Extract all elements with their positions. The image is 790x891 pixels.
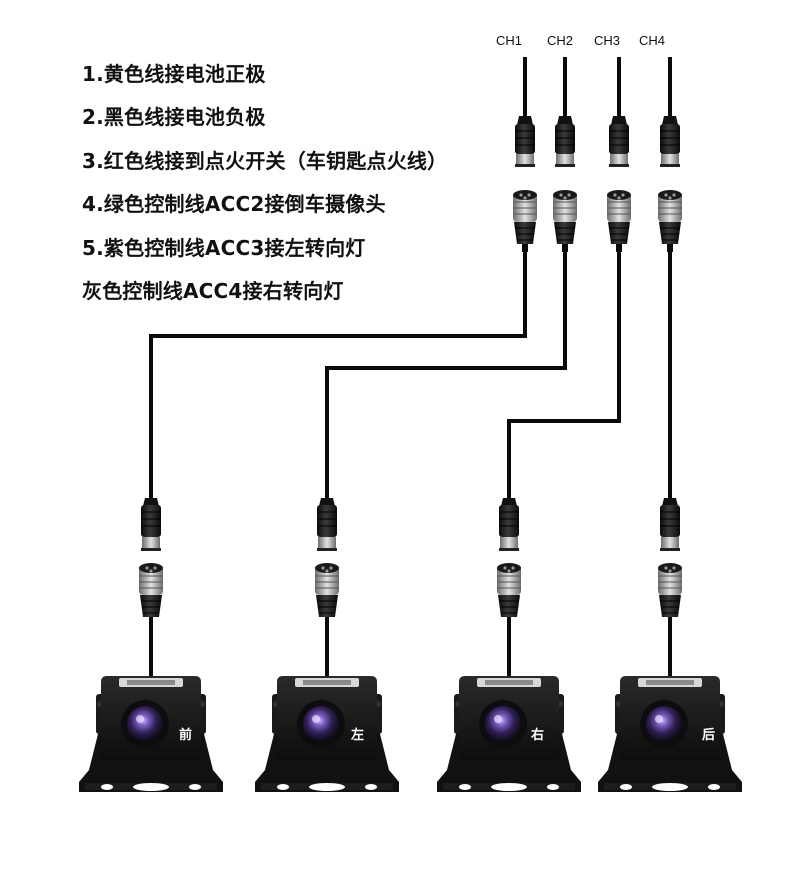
instruction-item: 灰色控制线ACC4接右转向灯	[82, 278, 344, 303]
channel-label-ch1: CH1	[496, 33, 522, 48]
top-connector-ch4	[658, 57, 682, 252]
female-socket-icon	[139, 563, 163, 617]
cable-ch3	[507, 250, 621, 500]
camera-unit-right: 右	[437, 498, 581, 792]
male-plug-icon	[660, 116, 680, 167]
camera-body-icon	[598, 676, 742, 792]
male-plug-icon	[609, 116, 629, 167]
instruction-item: 5.紫色控制线ACC3接左转向灯	[82, 235, 366, 260]
top-connector-ch3	[607, 57, 631, 252]
top-connector-ch1	[513, 57, 537, 252]
male-plug-icon	[499, 498, 519, 551]
camera-unit-front: 前	[79, 498, 223, 792]
channel-label-ch4: CH4	[639, 33, 665, 48]
instruction-item: 2.黑色线接电池负极	[82, 105, 266, 130]
instruction-item: 4.绿色控制线ACC2接倒车摄像头	[82, 192, 386, 217]
male-plug-icon	[515, 116, 535, 167]
cable-runs	[149, 250, 672, 500]
male-plug-icon	[555, 116, 575, 167]
female-socket-icon	[497, 563, 521, 617]
cable-ch1	[149, 250, 527, 500]
cable-ch2	[325, 250, 567, 500]
camera-body-icon	[255, 676, 399, 792]
camera-body-icon	[437, 676, 581, 792]
camera-position-label: 后	[702, 727, 715, 743]
male-plug-icon	[660, 498, 680, 551]
female-socket-icon	[315, 563, 339, 617]
camera-position-label: 右	[530, 727, 544, 743]
female-socket-icon	[607, 190, 631, 252]
instruction-list: 1.黄色线接电池正极 2.黑色线接电池负极 3.红色线接到点火开关（车钥匙点火线…	[82, 56, 447, 316]
male-plug-icon	[141, 498, 161, 551]
camera-position-label: 前	[179, 727, 192, 743]
camera-unit-left: 左	[255, 498, 399, 792]
top-connector-ch2	[553, 57, 577, 252]
channel-labels: CH1 CH2 CH3 CH4	[496, 33, 665, 48]
male-plug-icon	[317, 498, 337, 551]
female-socket-icon	[513, 190, 537, 252]
female-socket-icon	[658, 563, 682, 617]
channel-label-ch3: CH3	[594, 33, 620, 48]
female-socket-icon	[658, 190, 682, 252]
camera-body-icon	[79, 676, 223, 792]
instruction-item: 3.红色线接到点火开关（车钥匙点火线）	[82, 148, 448, 173]
camera-position-label: 左	[351, 727, 364, 743]
female-socket-icon	[553, 190, 577, 252]
instruction-item: 1.黄色线接电池正极	[82, 62, 266, 86]
camera-unit-rear: 后	[598, 498, 742, 792]
channel-label-ch2: CH2	[547, 33, 573, 48]
